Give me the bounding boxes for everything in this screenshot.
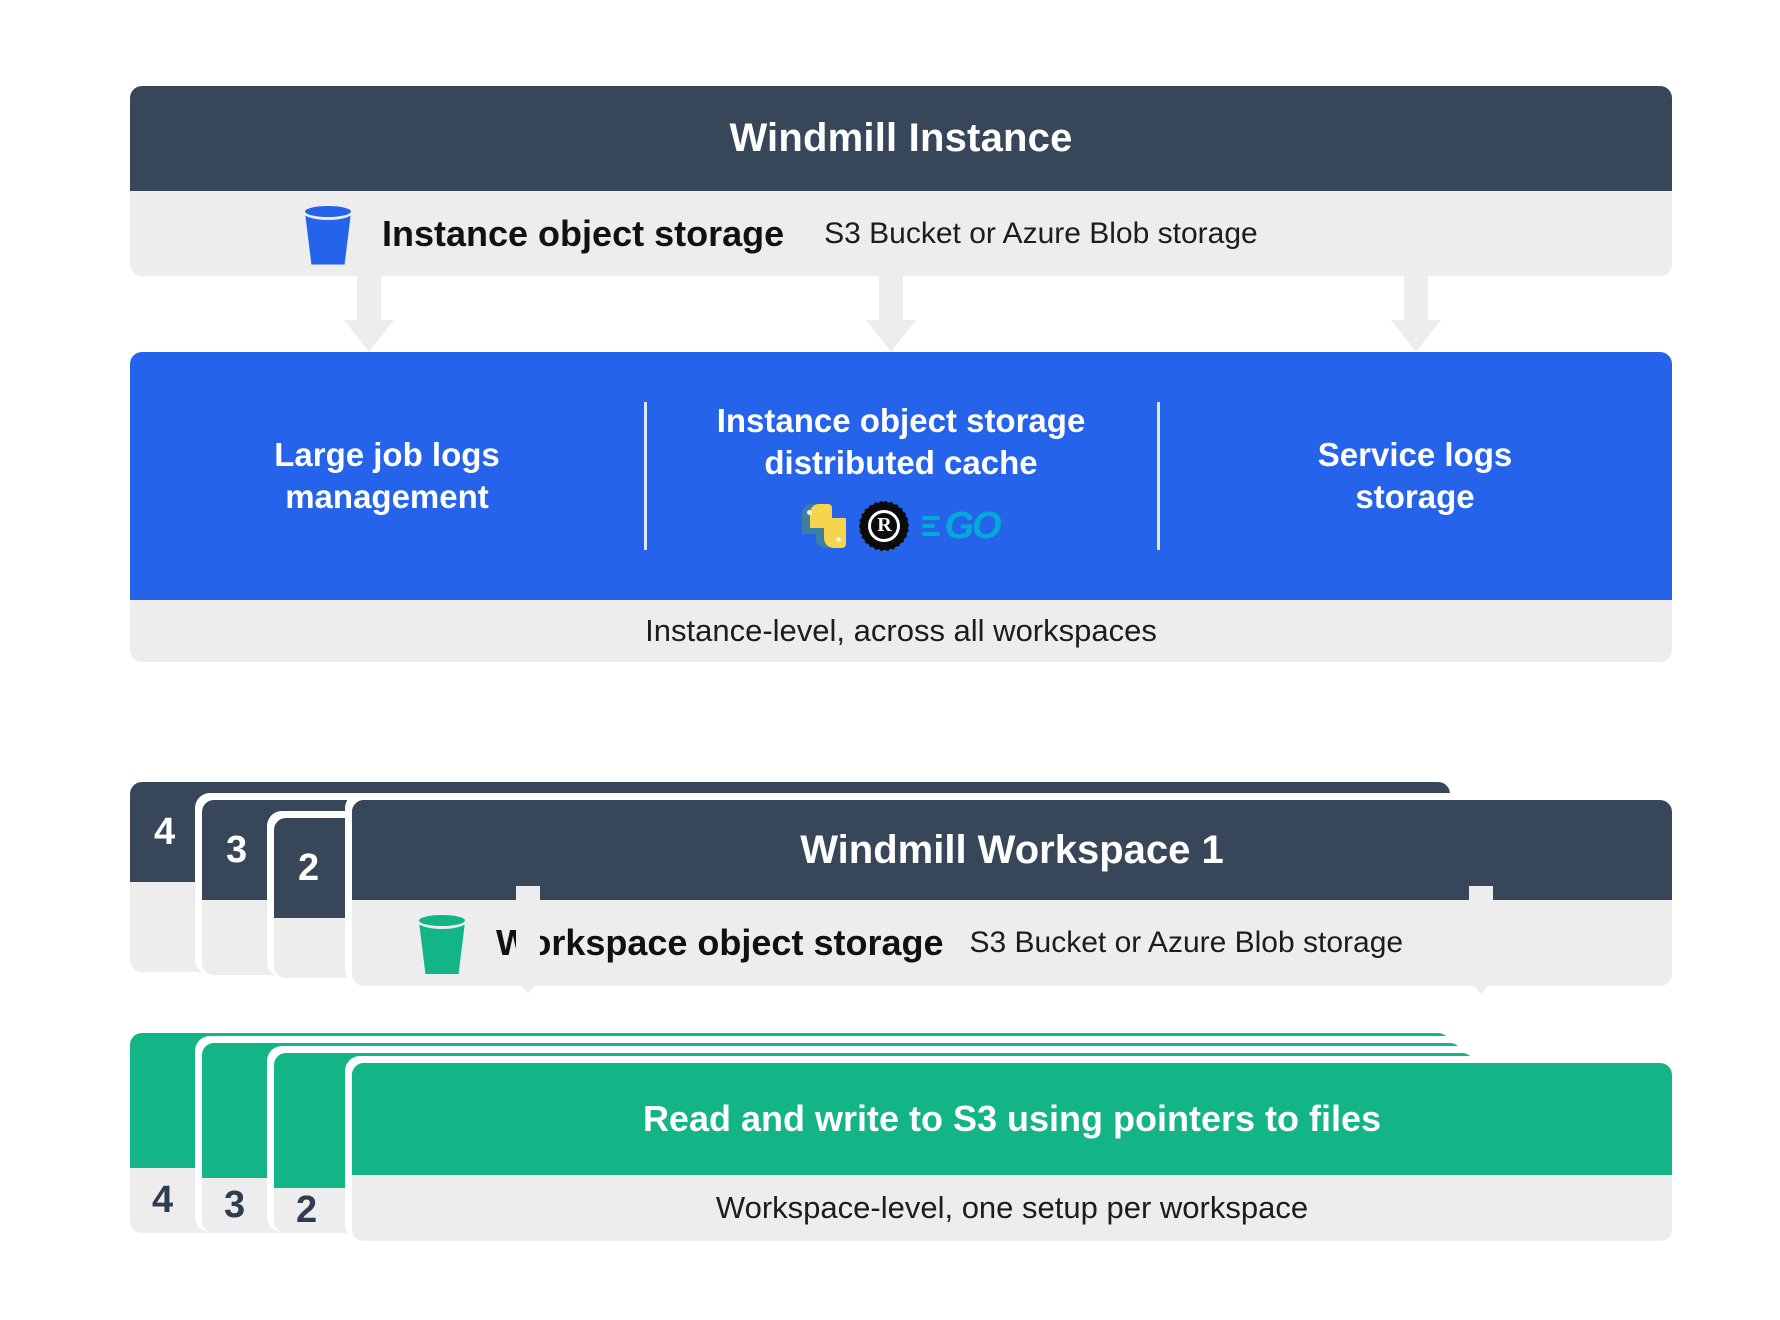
workspace-action-title: Read and write to S3 using pointers to f… [352,1063,1672,1175]
workspace-object-storage-row: Workspace object storage S3 Bucket or Az… [352,900,1672,986]
instance-title: Windmill Instance [130,86,1672,191]
instance-object-storage-row: Instance object storage S3 Bucket or Azu… [130,191,1672,276]
feature-divider-1 [644,402,647,550]
feature-distributed-cache-label: Instance object storage distributed cach… [716,401,1086,481]
language-logos: R GO [802,500,1002,552]
feature-divider-2 [1157,402,1160,550]
workspace-storage-sublabel: S3 Bucket or Azure Blob storage [969,926,1404,959]
arrow-to-service-logs [1391,250,1441,352]
feature-large-job-logs-label: Large job logs management [274,435,500,515]
feature-service-logs: Service logs storage [1158,352,1672,600]
python-logo-icon [802,504,847,549]
go-logo-icon: GO [922,504,1002,548]
arrow-workspace-left [503,886,553,996]
arrow-to-large-job-logs [344,250,394,352]
rust-logo-icon: R [859,501,910,552]
workspace-action-card: Read and write to S3 using pointers to f… [352,1063,1672,1241]
go-logo-text: GO [944,505,1001,548]
feature-large-job-logs: Large job logs management [130,352,644,600]
arrow-to-distributed-cache [866,250,916,352]
feature-distributed-cache: Instance object storage distributed cach… [644,352,1158,600]
bucket-icon [414,912,470,974]
workspace-action-footer: Workspace-level, one setup per workspace [352,1175,1672,1241]
workspace-title: Windmill Workspace 1 [352,800,1672,900]
instance-storage-label: Instance object storage [382,212,785,254]
windmill-instance-card: Windmill Instance Instance object storag… [130,86,1672,276]
instance-footer-label: Instance-level, across all workspaces [130,600,1672,662]
instance-features-panel: Large job logs management Instance objec… [130,352,1672,600]
bucket-icon [300,202,356,265]
rust-logo-letter: R [868,510,901,543]
feature-service-logs-label: Service logs storage [1317,435,1513,515]
instance-storage-sublabel: S3 Bucket or Azure Blob storage [824,216,1258,250]
arrow-workspace-right [1456,886,1506,996]
workspace-storage-label: Workspace object storage [496,922,944,963]
windmill-workspace-card: Windmill Workspace 1 Workspace object st… [352,800,1672,986]
